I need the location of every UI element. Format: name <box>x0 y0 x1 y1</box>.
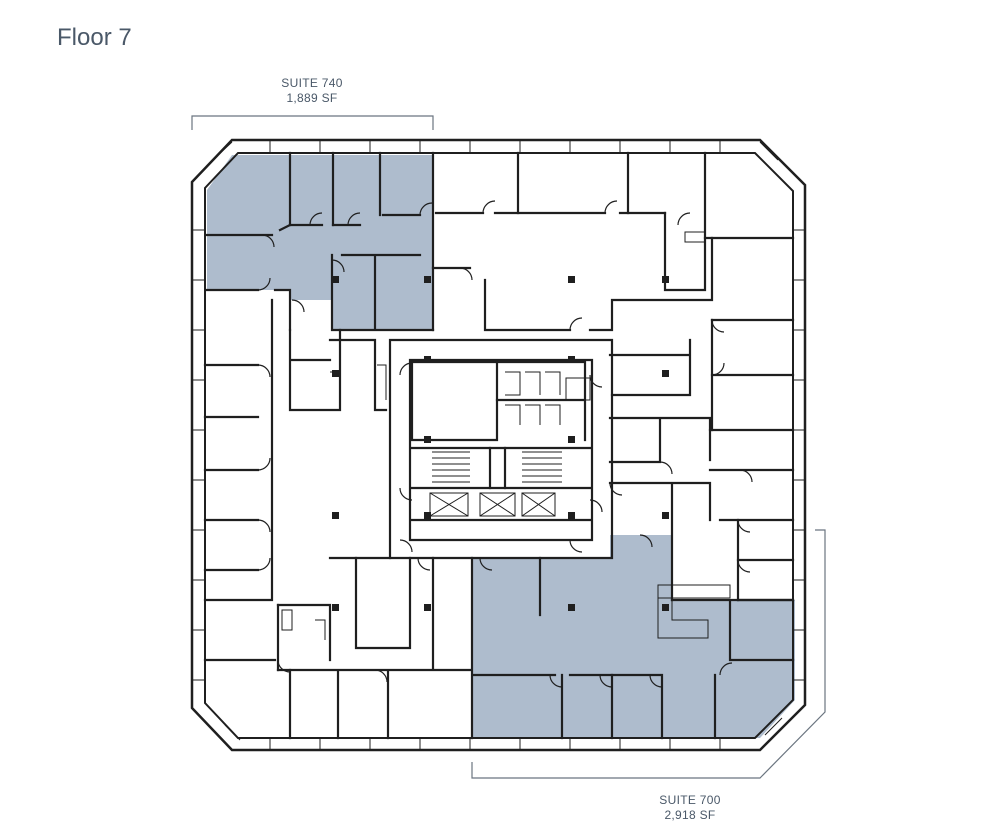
suite-740-area-fill[interactable] <box>207 155 433 330</box>
suite-700-area: 2,918 SF <box>664 808 716 822</box>
window-mullions <box>192 140 805 750</box>
detail-lines <box>281 231 731 640</box>
suite-740-bracket <box>191 115 434 130</box>
suite-700-name: SUITE 700 <box>659 793 721 807</box>
suite-740-name: SUITE 740 <box>281 76 343 90</box>
suite-700-area-fill[interactable] <box>472 535 795 738</box>
suite-700-label[interactable]: SUITE 700 2,918 SF <box>640 793 740 823</box>
interior-walls <box>203 151 795 740</box>
suite-740-label[interactable]: SUITE 740 1,889 SF <box>262 76 362 106</box>
building-shell <box>190 138 807 752</box>
suite-brackets <box>191 115 826 779</box>
door-swings <box>257 200 753 688</box>
suite-highlights <box>207 155 795 738</box>
floor-title: Floor 7 <box>57 24 132 51</box>
suite-700-bracket <box>471 529 826 779</box>
suite-740-area: 1,889 SF <box>286 91 338 105</box>
structural-columns <box>332 276 669 611</box>
